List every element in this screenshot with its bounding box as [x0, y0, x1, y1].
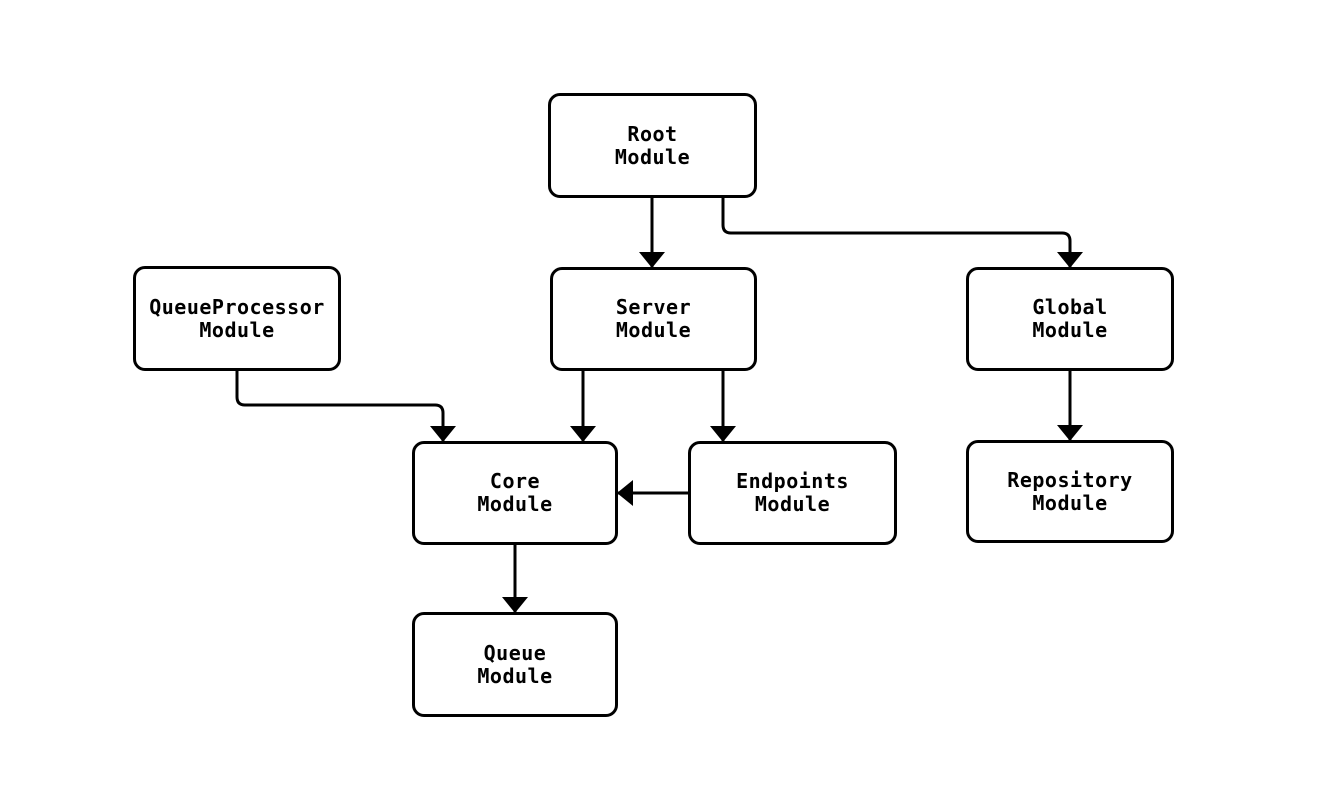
node-label-endpoints: Endpoints Module [736, 469, 849, 516]
edge-root-global [721, 198, 1083, 268]
node-root-module: Root Module [548, 93, 757, 198]
node-label-queueprocessor: QueueProcessor Module [149, 294, 325, 342]
node-queue-module: Queue Module [412, 612, 618, 717]
node-global-module: Global Module [966, 267, 1174, 371]
node-label-repository: Repository Module [1007, 467, 1133, 515]
node-repository-module: Repository Module [966, 440, 1174, 543]
node-label-root: Root Module [614, 121, 691, 169]
edge-queueprocessor-core [235, 371, 456, 442]
node-core-module: Core Module [412, 441, 618, 545]
node-label-global: Global Module [1032, 295, 1108, 342]
node-queueprocessor-module: QueueProcessor Module [133, 266, 341, 371]
node-server-module: Server Module [550, 267, 757, 371]
node-label-server: Server Module [615, 295, 692, 342]
node-endpoints-module: Endpoints Module [688, 441, 897, 545]
node-label-core: Core Module [477, 469, 553, 516]
edges-group [235, 198, 1083, 613]
node-label-queue: Queue Module [477, 640, 553, 688]
